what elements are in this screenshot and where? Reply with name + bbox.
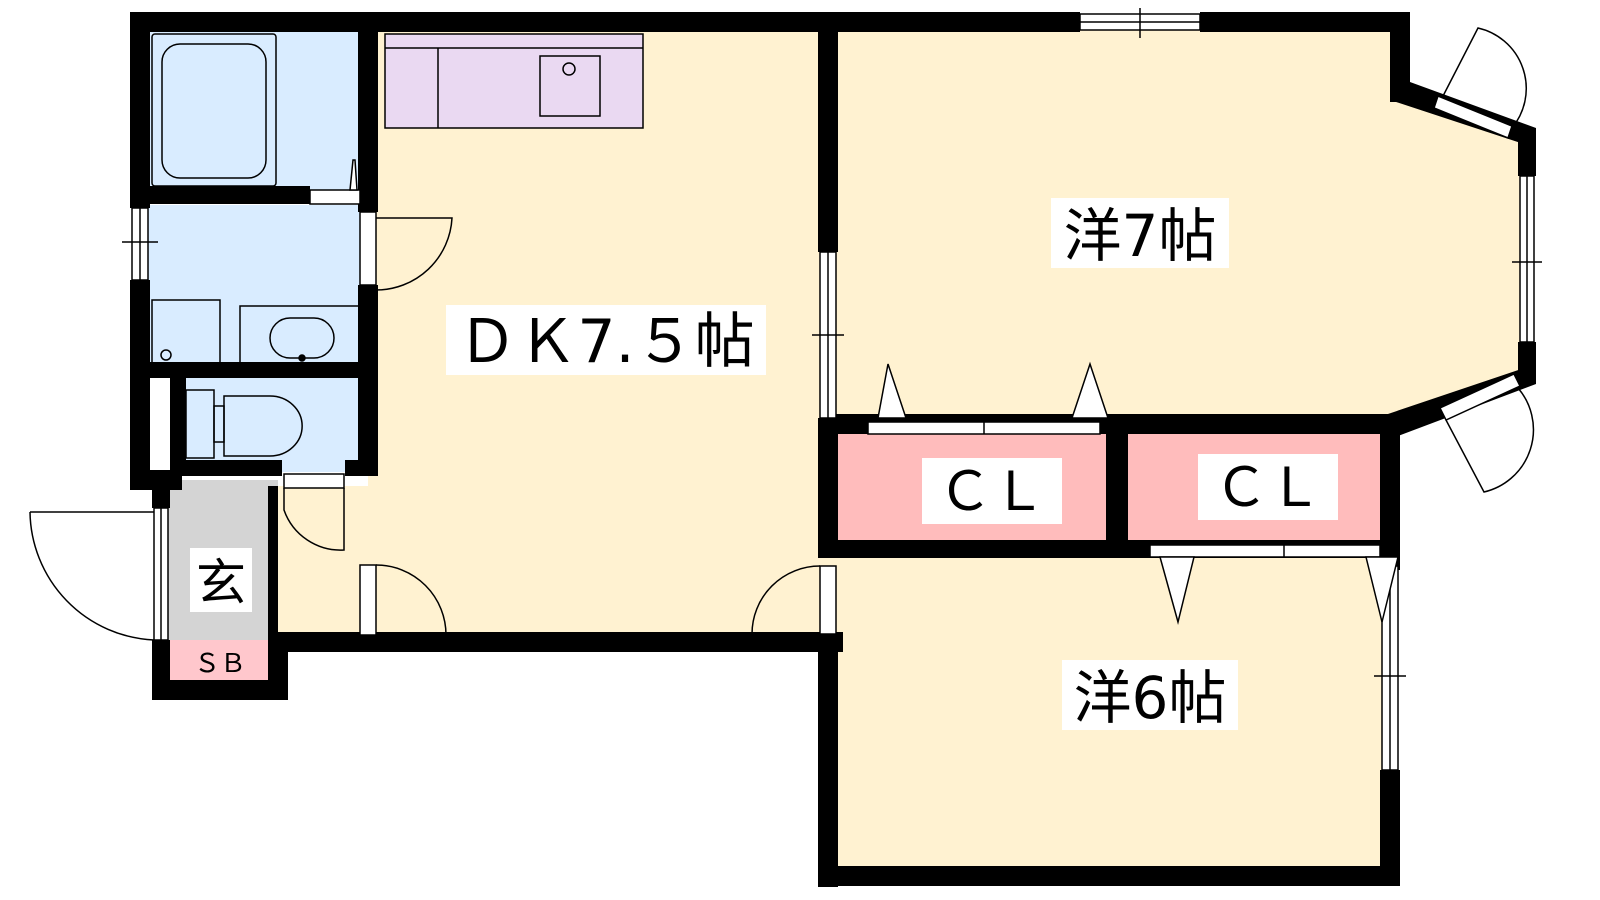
- washroom-floor: [145, 205, 368, 370]
- sink-icon: [539, 55, 601, 117]
- bath-door-icon: [309, 159, 361, 205]
- bay-door-upper-icon: [1433, 27, 1527, 139]
- bay-door-lower-icon: [1438, 373, 1535, 493]
- hall-floor: [278, 486, 368, 642]
- entrance-label: 玄: [196, 554, 246, 612]
- closet-left-label: ＣＬ: [938, 460, 1046, 523]
- western7-label: 洋7帖: [1064, 202, 1217, 270]
- closet-right-doors-icon: [1149, 544, 1399, 625]
- hall-door-icon: [359, 564, 447, 636]
- entrance-label-bg: [190, 548, 252, 612]
- shoebox-floor: [168, 640, 278, 682]
- doors: [29, 27, 1535, 641]
- closet-right-label: ＣＬ: [1214, 456, 1322, 519]
- front-door-icon: [29, 507, 169, 641]
- labels: ＤＫ7.５帖 洋7帖 洋6帖 ＣＬ ＣＬ 玄 ＳＢ: [190, 198, 1338, 732]
- closet-left-label-bg: [922, 458, 1062, 524]
- western7-label-bg: [1051, 198, 1229, 268]
- western6-label-bg: [1062, 660, 1238, 730]
- bath-floor: [145, 22, 368, 192]
- kitchen-counter: [384, 33, 644, 129]
- west6-door-icon: [751, 565, 837, 635]
- shoebox-label: ＳＢ: [194, 649, 246, 679]
- closet-left-doors-icon: [867, 361, 1110, 435]
- toilet-door-icon: [283, 473, 345, 551]
- windows: [122, 8, 1542, 771]
- washroom-door-icon: [359, 211, 453, 291]
- western6-label: 洋6帖: [1074, 664, 1227, 732]
- dk-label-bg: [446, 305, 766, 375]
- closet-right-label-bg: [1198, 454, 1338, 520]
- dk-label: ＤＫ7.５帖: [457, 307, 754, 377]
